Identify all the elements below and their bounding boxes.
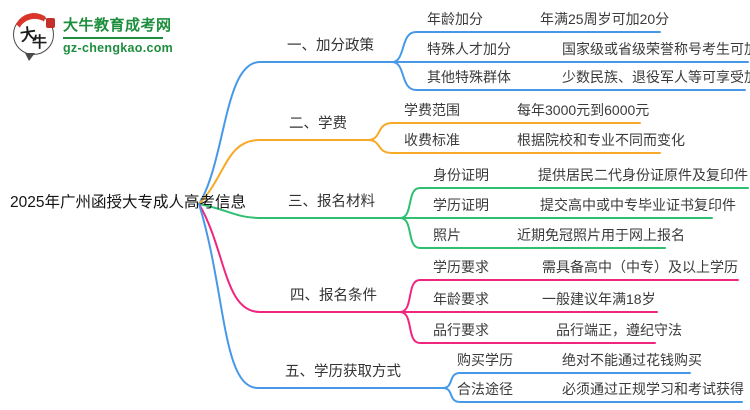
branch-4-child-1-value: 需具备高中（中专）及以上学历 <box>542 259 738 275</box>
branch-3-child-2-label: 学历证明 <box>433 197 489 213</box>
site-logo: 大 牛 大牛教育成考网 gz-chengkao.com <box>9 8 173 61</box>
branch-5-lines <box>198 203 743 403</box>
branch-4-topic: 四、报名条件 <box>290 288 377 304</box>
branch-3-child-1-label: 身份证明 <box>433 167 489 183</box>
branch-3-topic: 三、报名材料 <box>288 194 375 210</box>
branch-3-child-1-value: 提供居民二代身份证原件及复印件 <box>538 167 748 183</box>
branch-5-topic: 五、学历获取方式 <box>285 364 401 380</box>
branch-3-child-2-value: 提交高中或中专毕业证书复印件 <box>540 197 736 213</box>
branch-4-child-2-value: 一般建议年满18岁 <box>542 291 656 307</box>
branch-1-child-1-value: 年满25周岁可加20分 <box>540 11 670 27</box>
logo-text-block: 大牛教育成考网 gz-chengkao.com <box>63 13 173 55</box>
logo-char-niu: 牛 <box>32 35 48 51</box>
branch-2-child-1-label: 学费范围 <box>404 102 460 118</box>
site-domain: gz-chengkao.com <box>63 41 174 55</box>
branch-3-child-3-label: 照片 <box>433 227 461 243</box>
branch-4-child-2-label: 年龄要求 <box>433 291 489 307</box>
branch-2-child-1-value: 每年3000元到6000元 <box>517 102 650 118</box>
branch-2-child-2-value: 根据院校和专业不同而变化 <box>517 132 685 148</box>
logo-divider <box>63 37 163 39</box>
logo-seal-icon <box>46 18 55 28</box>
branch-3-lines <box>198 187 749 249</box>
site-title: 大牛教育成考网 <box>63 17 172 34</box>
branch-2-child-2-label: 收费标准 <box>404 132 460 148</box>
branch-5-child-2-label: 合法途径 <box>457 381 513 397</box>
branch-4-child-1-label: 学历要求 <box>433 259 489 275</box>
branch-4-child-3-label: 品行要求 <box>433 322 489 338</box>
branch-2-lines <box>198 122 661 205</box>
branch-1-child-3-value: 少数民族、退役军人等可享受加分 <box>562 69 750 85</box>
branch-1-child-2-label: 特殊人才加分 <box>427 41 511 57</box>
branch-5-child-2-value: 必须通过正规学习和考试获得 <box>562 381 744 397</box>
branch-4-child-3-value: 品行端正，遵纪守法 <box>556 322 682 338</box>
logo-bubble-tail <box>25 53 35 61</box>
branch-5-child-1-value: 绝对不能通过花钱购买 <box>562 352 702 368</box>
branch-1-lines <box>198 31 749 205</box>
branch-3-child-3-value: 近期免冠照片用于网上报名 <box>517 227 685 243</box>
branch-5-child-1-label: 购买学历 <box>457 352 513 368</box>
branch-2-topic: 二、学费 <box>289 116 347 132</box>
branch-1-topic: 一、加分政策 <box>287 38 374 54</box>
logo-bubble-icon: 大 牛 <box>9 8 59 61</box>
branch-4-lines <box>198 203 739 344</box>
branch-1-child-2-value: 国家级或省级荣誉称号考生可加分 <box>562 41 750 57</box>
branch-1-child-3-label: 其他特殊群体 <box>427 69 511 85</box>
branch-1-child-1-label: 年龄加分 <box>427 11 483 27</box>
root-topic: 2025年广州函授大专成人高考信息 <box>10 194 246 211</box>
